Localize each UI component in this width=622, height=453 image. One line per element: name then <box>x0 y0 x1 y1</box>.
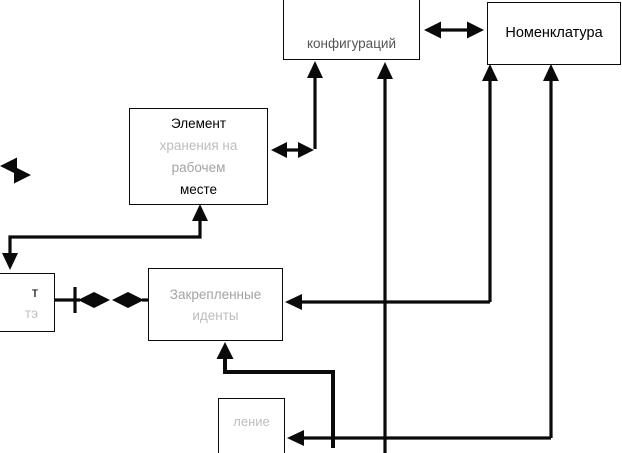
box-bottom-partial: ление <box>218 398 285 453</box>
connector-nomenclature-bottom <box>287 64 559 446</box>
box-workplace-element: Элемент хранения на рабочем месте <box>129 108 268 205</box>
box-configurations: конфигураций <box>283 0 420 60</box>
connector-config-bottom-edge <box>377 62 393 453</box>
box-left-line2: тэ <box>24 305 38 321</box>
box-nomenclature: Номенклатура <box>487 2 621 65</box>
box-workplace-line3: рабочем <box>171 159 226 175</box>
box-assigned-line2: иденты <box>192 307 239 323</box>
connector-workplace-left <box>2 204 208 270</box>
connector-config-nomenclature <box>424 21 484 39</box>
connector-workplace-config <box>271 61 323 158</box>
box-workplace-line4: месте <box>179 181 218 197</box>
box-workplace-line2: хранения на <box>159 137 238 153</box>
connector-left-assigned <box>55 287 148 313</box>
connector-left-edge-arrows <box>0 157 31 184</box>
box-left-partial: т тэ <box>0 273 55 332</box>
box-workplace-line1: Элемент <box>170 115 227 131</box>
connector-nomenclature-assigned <box>285 64 498 310</box>
box-assigned-line1: Закрепленные <box>169 286 262 302</box>
box-nomenclature-label: Номенклатура <box>505 25 603 41</box>
box-left-line1: т <box>31 284 38 300</box>
box-assigned: Закрепленные иденты <box>148 268 283 341</box>
box-configurations-label: конфигураций <box>306 36 397 51</box>
box-bottom-label: ление <box>233 414 270 429</box>
